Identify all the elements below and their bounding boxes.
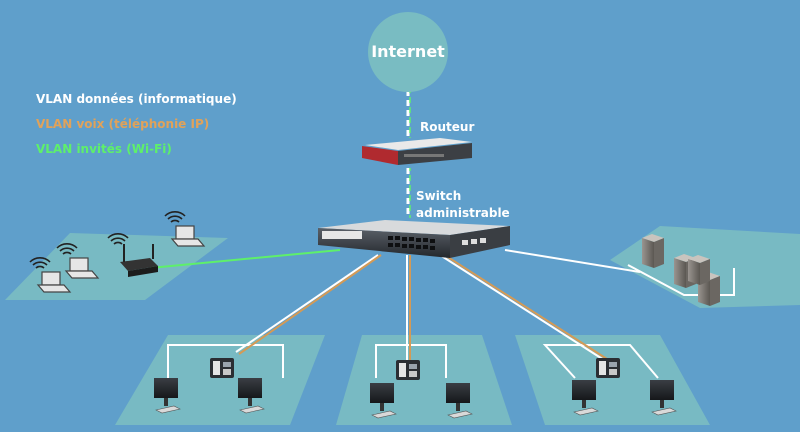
switch-server-link	[504, 249, 641, 273]
switch-right-data-link	[439, 254, 605, 361]
switch-label-line1: Switch	[416, 189, 462, 203]
switch-left-data-link	[235, 254, 379, 353]
internet-cloud	[368, 12, 448, 92]
laptop-icon	[36, 271, 72, 293]
computer-monitor-icon	[370, 383, 397, 419]
computer-monitor-icon	[154, 378, 181, 414]
computer-monitor-icon	[650, 380, 677, 416]
ip-phone-icon	[210, 358, 234, 378]
switch-wifi-link	[149, 249, 341, 269]
ip-phone-icon	[596, 358, 620, 378]
internet-label: Internet	[371, 42, 445, 61]
computer-monitor-icon	[238, 378, 265, 414]
office-zone-left-platform	[115, 335, 325, 425]
server-tower-icon	[688, 255, 710, 285]
laptop-icon	[170, 225, 206, 247]
wifi-access-point-icon	[107, 232, 158, 277]
server-tower-icon	[642, 234, 664, 268]
router-label: Routeur	[420, 120, 475, 134]
computer-monitor-icon	[446, 383, 473, 419]
office-left-cabling	[167, 344, 284, 378]
computer-monitor-icon	[572, 380, 599, 416]
switch-icon	[318, 220, 510, 258]
legend-data-vlan: VLAN données (informatique)	[36, 92, 237, 106]
legend-voice-vlan: VLAN voix (téléphonie IP)	[36, 117, 210, 131]
switch-left-voice-link	[238, 254, 382, 355]
legend-guest-vlan: VLAN invités (Wi-Fi)	[36, 142, 172, 156]
office-zone-center-platform	[336, 335, 512, 425]
switch-right-voice-link	[442, 253, 608, 360]
switch-label-line2: administrable	[416, 206, 510, 220]
office-zone-right-platform	[515, 335, 710, 425]
router-icon	[362, 138, 472, 165]
laptop-icon	[64, 257, 100, 279]
office-right-cabling	[542, 344, 659, 379]
ip-phone-icon	[396, 360, 420, 380]
